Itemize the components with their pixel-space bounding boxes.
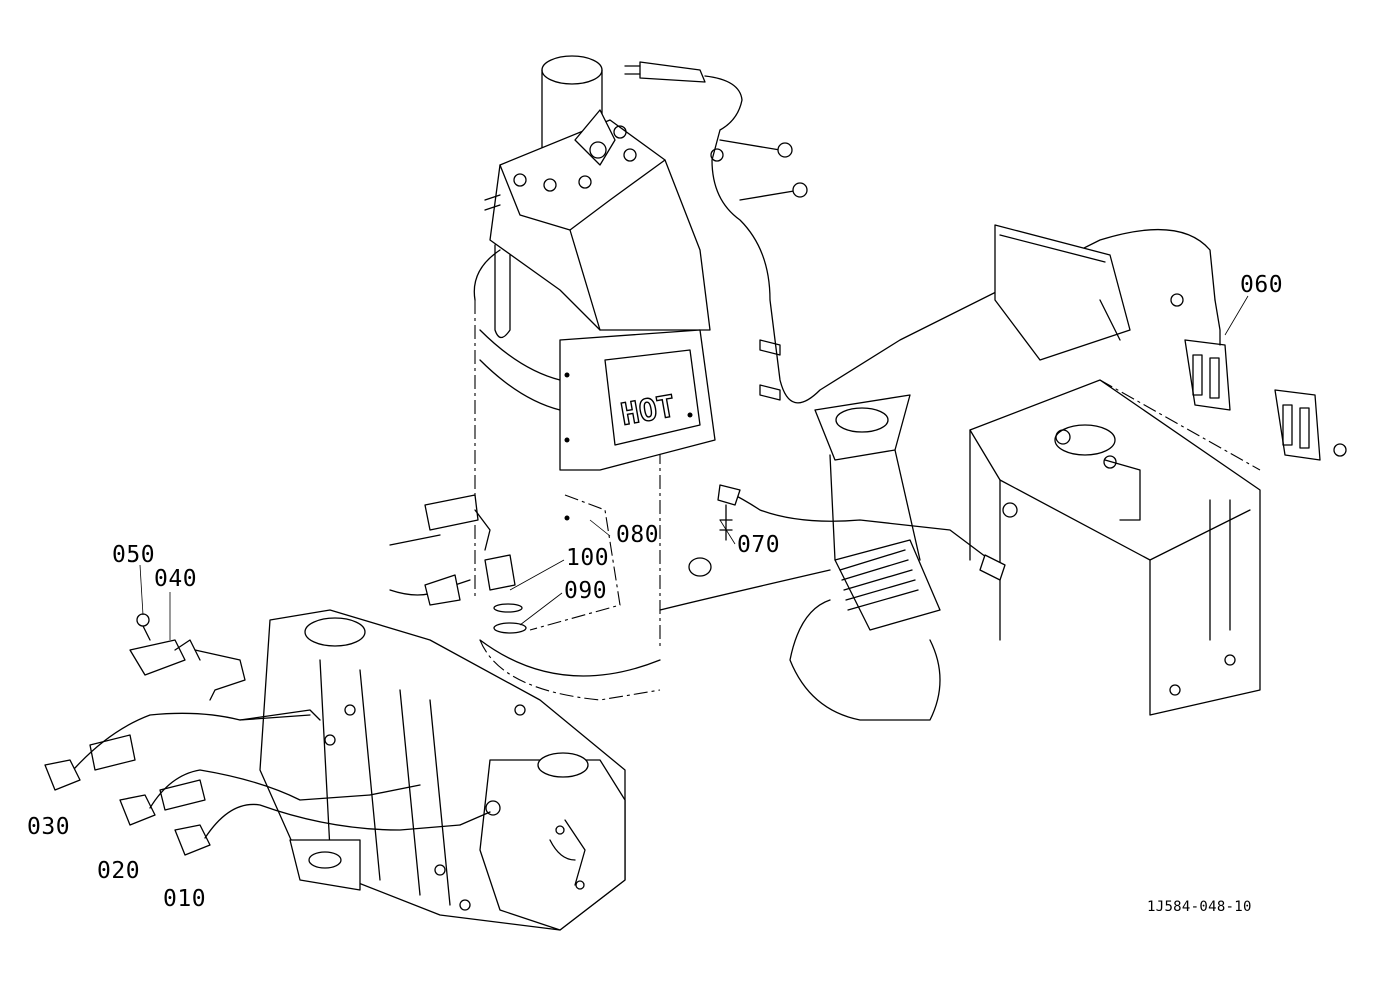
inlet-sensor-group [389,494,621,634]
label-030: 030 [27,814,71,840]
label-010: 010 [163,886,207,912]
drawing-id: 1J584-048-10 [1147,899,1252,915]
label-040: 040 [154,566,198,592]
label-080: 080 [616,522,660,548]
label-050: 050 [112,542,156,568]
catalyst-housing [473,55,716,701]
exhaust-temp-sensor [717,484,1006,581]
label-060: 060 [1240,272,1284,298]
leader-lines [139,295,1249,640]
differential-pressure-sensors [1170,293,1347,461]
sensor-bracket [129,613,246,701]
lower-sensor-harness [44,709,491,856]
label-020: 020 [97,858,141,884]
flex-exhaust-pipe [659,394,941,721]
mounting-frame [969,224,1261,716]
label-070: 070 [737,532,781,558]
label-100: 100 [566,545,610,571]
label-090: 090 [564,578,608,604]
upper-sensor-harness [624,61,1216,404]
lower-muffler-assembly [259,609,626,931]
